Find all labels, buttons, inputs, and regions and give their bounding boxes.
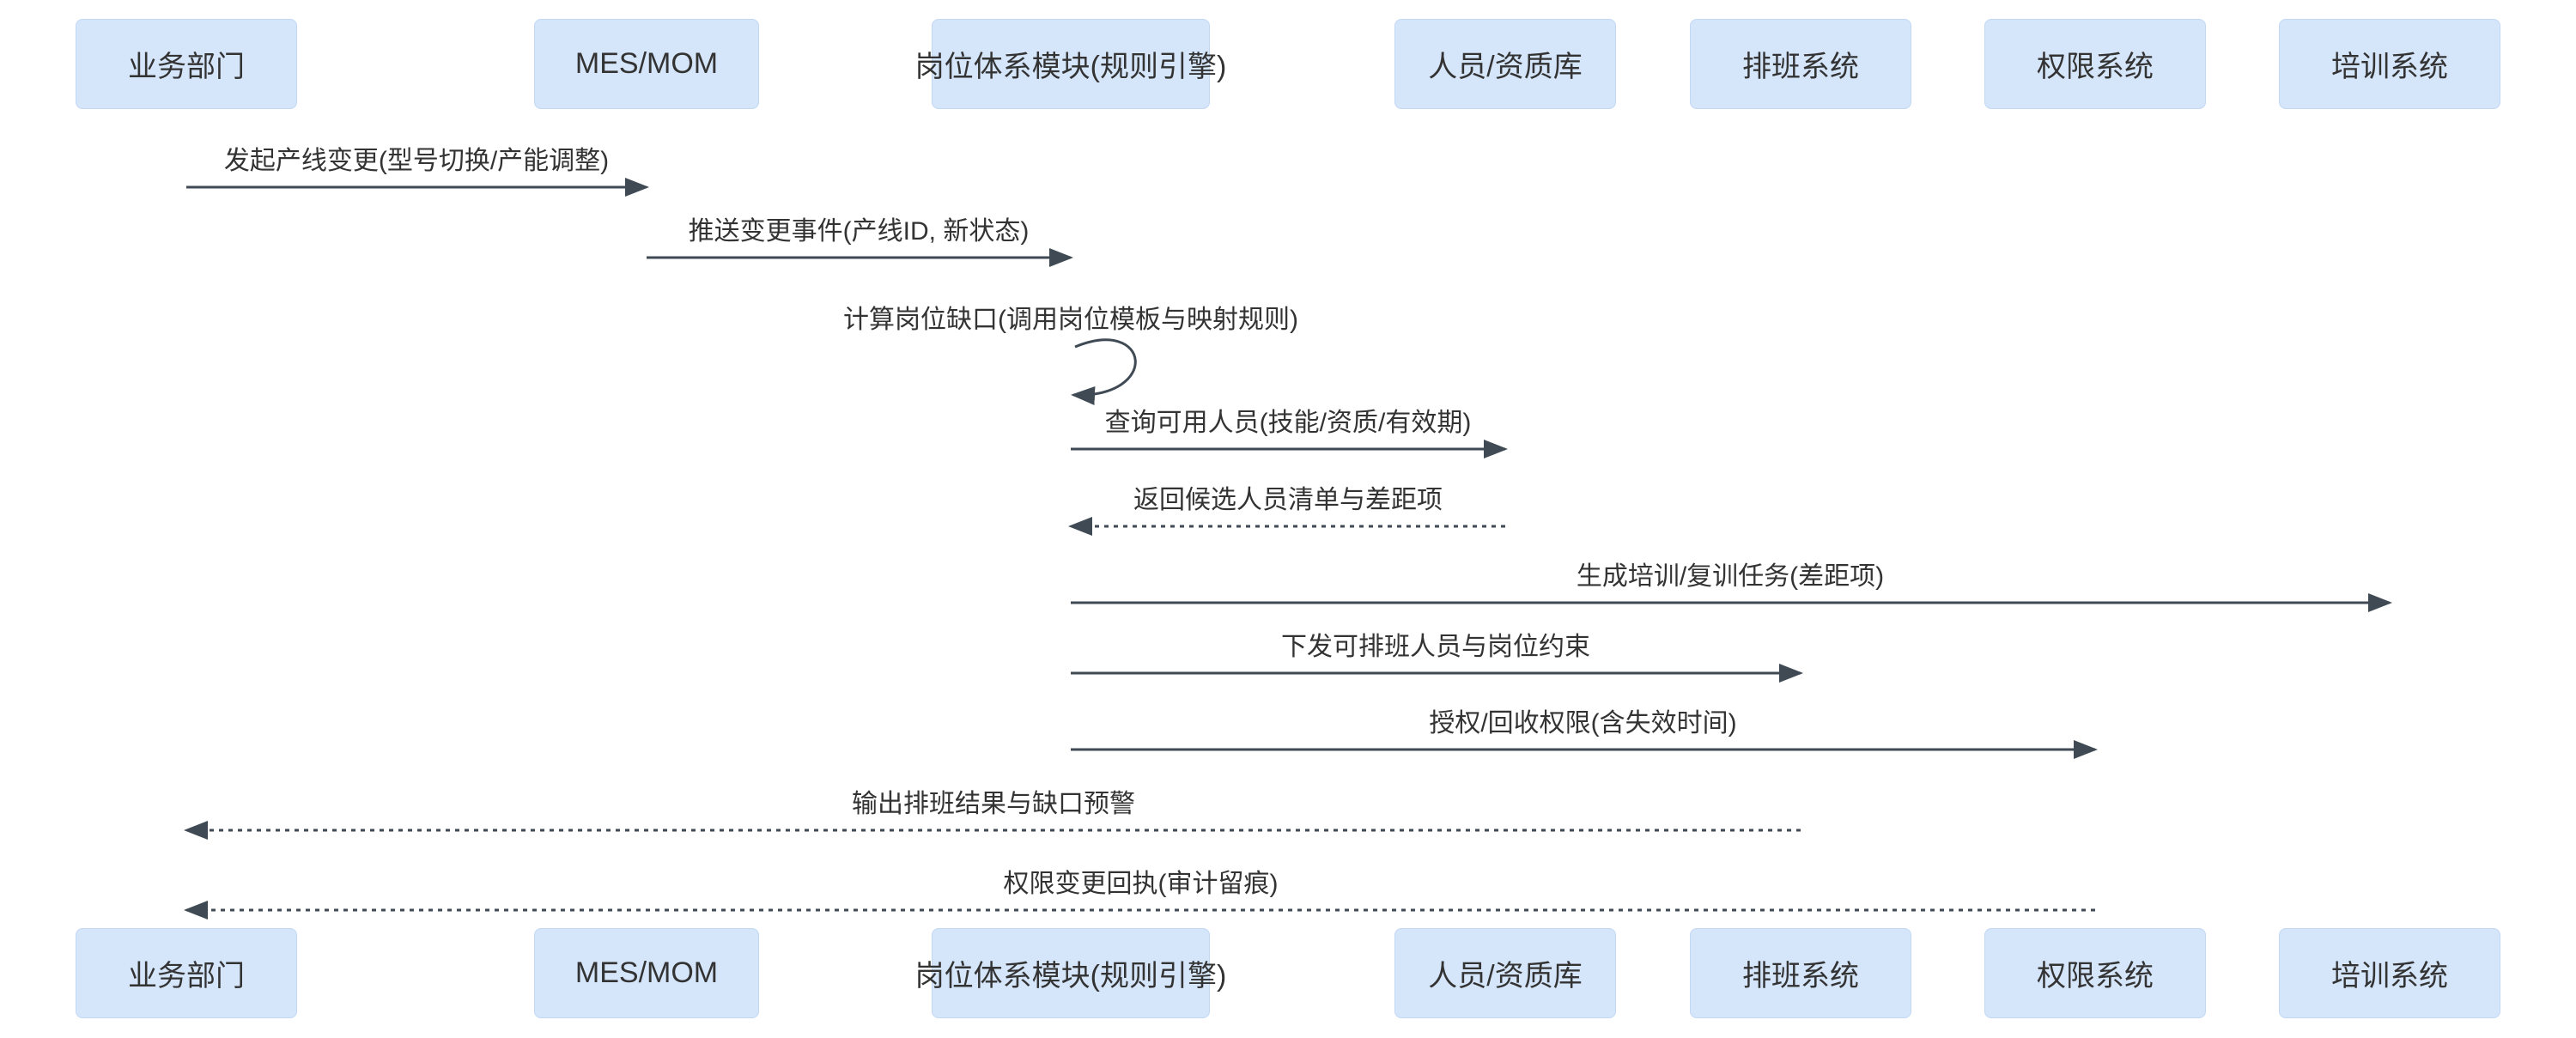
participant-label: 权限系统 (2037, 51, 2154, 83)
participant-label: 业务部门 (128, 51, 245, 83)
participant-label: 岗位体系模块(规则引擎) (914, 51, 1227, 83)
message-label-2: 计算岗位缺口(调用岗位模板与映射规则) (843, 306, 1298, 334)
participant-label: 人员/资质库 (1428, 51, 1583, 83)
participant-label: 排班系统 (1742, 960, 1859, 992)
participant-bottom-6: 培训系统 (2279, 928, 2500, 1018)
message-label-6: 下发可排班人员与岗位约束 (1281, 633, 1590, 661)
participant-label: 岗位体系模块(规则引擎) (914, 960, 1227, 992)
self-message-loop-arrow (1071, 338, 1137, 405)
participant-label: 权限系统 (2037, 960, 2154, 992)
message-label-9: 权限变更回执(审计留痕) (1003, 870, 1279, 898)
participant-top-6: 培训系统 (2279, 19, 2500, 109)
participant-label: 业务部门 (128, 960, 245, 992)
participant-label: 培训系统 (2331, 960, 2448, 992)
participant-bottom-3: 人员/资质库 (1394, 928, 1616, 1018)
message-label-7: 授权/回收权限(含失效时间) (1429, 709, 1737, 738)
message-label-3: 查询可用人员(技能/资质/有效期) (1104, 409, 1472, 437)
participant-bottom-0: 业务部门 (76, 928, 297, 1018)
participant-top-3: 人员/资质库 (1394, 19, 1616, 109)
participant-label: MES/MOM (574, 956, 719, 989)
participant-top-5: 权限系统 (1984, 19, 2206, 109)
participant-label: MES/MOM (574, 47, 719, 80)
message-label-1: 推送变更事件(产线ID, 新状态) (688, 217, 1030, 246)
message-label-8: 输出排班结果与缺口预警 (852, 790, 1135, 818)
participant-bottom-2: 岗位体系模块(规则引擎) (915, 928, 1226, 1018)
participant-top-1: MES/MOM (534, 19, 759, 109)
message-label-5: 生成培训/复训任务(差距项) (1576, 562, 1885, 591)
participant-label: 人员/资质库 (1428, 960, 1583, 992)
participant-bottom-1: MES/MOM (534, 928, 759, 1018)
participant-label: 排班系统 (1742, 51, 1859, 83)
participant-top-0: 业务部门 (76, 19, 297, 109)
participant-bottom-4: 排班系统 (1690, 928, 1911, 1018)
participant-bottom-5: 权限系统 (1984, 928, 2206, 1018)
participant-top-4: 排班系统 (1690, 19, 1911, 109)
message-label-4: 返回候选人员清单与差距项 (1133, 486, 1443, 514)
participant-label: 培训系统 (2331, 51, 2448, 83)
participant-top-2: 岗位体系模块(规则引擎) (915, 19, 1226, 109)
message-label-0: 发起产线变更(型号切换/产能调整) (223, 147, 610, 175)
